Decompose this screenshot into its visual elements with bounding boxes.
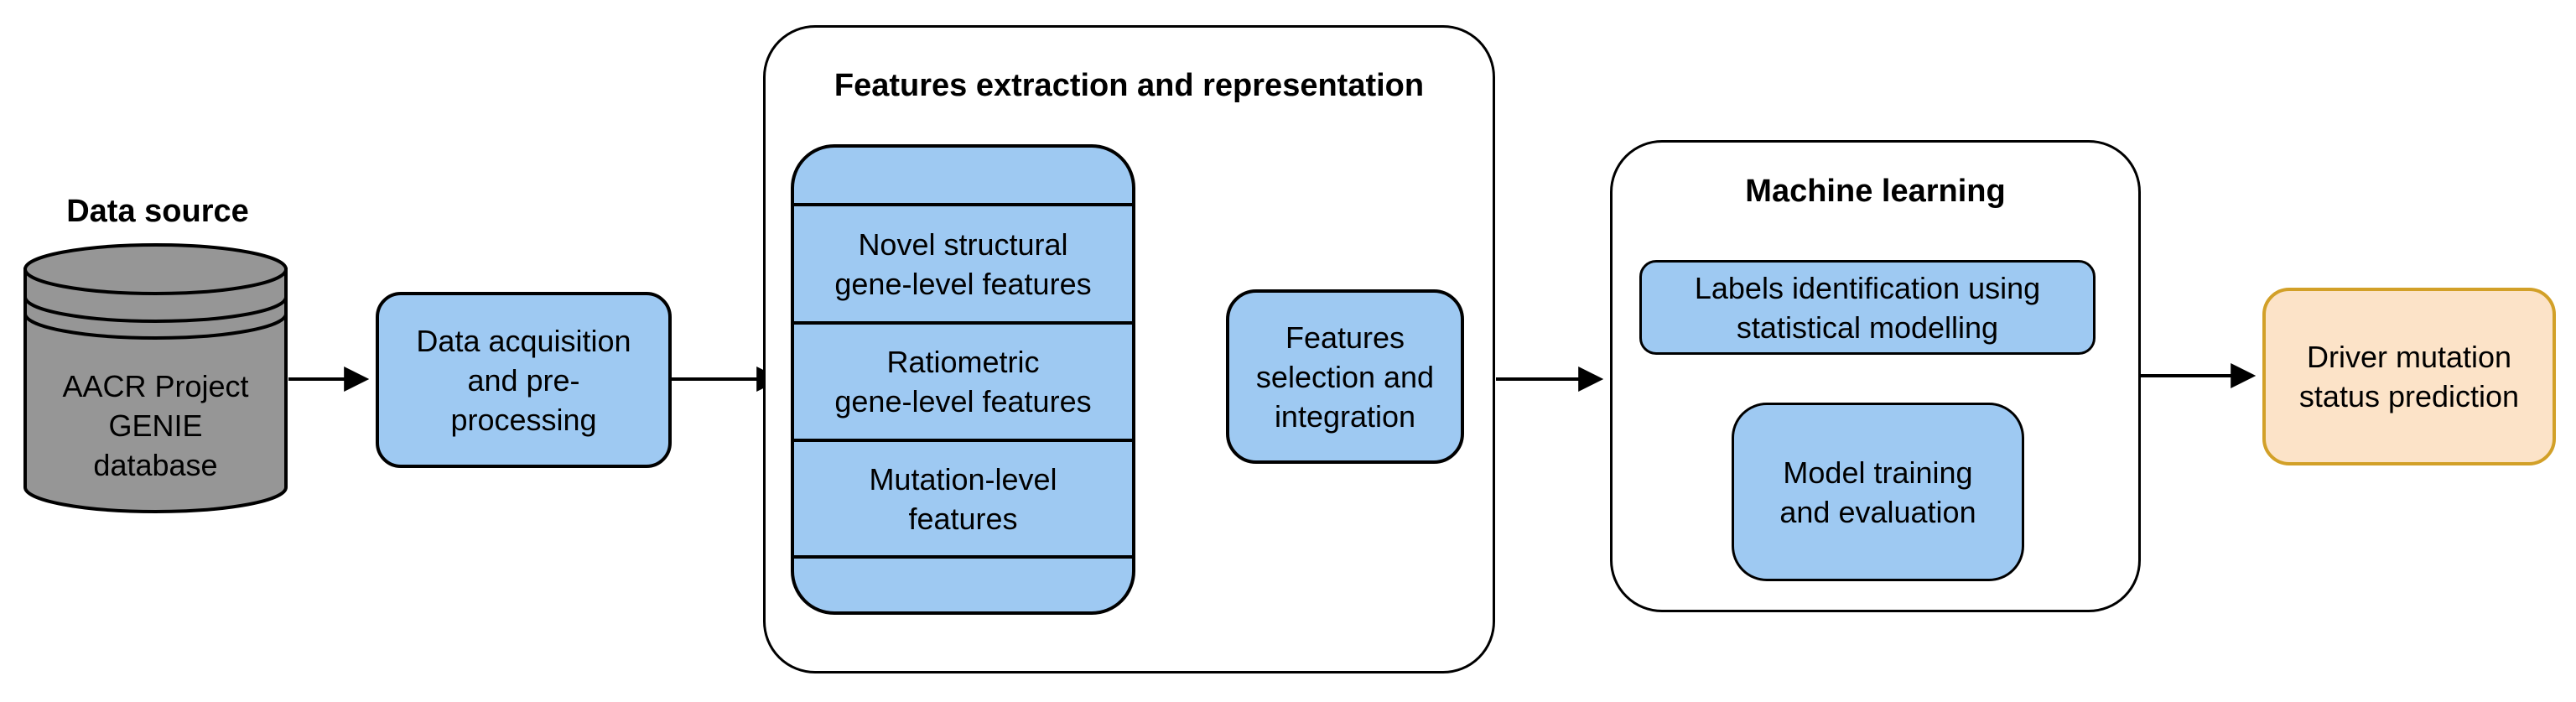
prediction-node: Driver mutation status prediction bbox=[2262, 288, 2556, 465]
feature-stack-row-bottom bbox=[794, 555, 1132, 611]
feature-row-mutation-level: Mutation-level features bbox=[794, 439, 1132, 555]
feature-row-ratiometric: Ratiometric gene-level features bbox=[794, 321, 1132, 439]
feature-stack: Novel structural gene-level features Rat… bbox=[791, 144, 1135, 615]
data-acquisition-node: Data acquisition and pre- processing bbox=[376, 292, 672, 468]
feature-stack-row-top bbox=[794, 148, 1132, 203]
database-label: AACR Project GENIE database bbox=[62, 369, 249, 482]
data-source-label: Data source bbox=[66, 194, 249, 229]
model-training-node: Model training and evaluation bbox=[1732, 403, 2024, 581]
ml-container-title: Machine learning bbox=[1745, 174, 2006, 209]
labels-identification-node: Labels identification using statistical … bbox=[1639, 260, 2096, 355]
database-cylinder-icon bbox=[23, 243, 288, 513]
feature-row-novel-structural: Novel structural gene-level features bbox=[794, 203, 1132, 321]
database-node: AACR Project GENIE database bbox=[23, 243, 288, 513]
features-selection-node: Features selection and integration bbox=[1226, 289, 1464, 464]
features-container-title: Features extraction and representation bbox=[834, 68, 1425, 103]
